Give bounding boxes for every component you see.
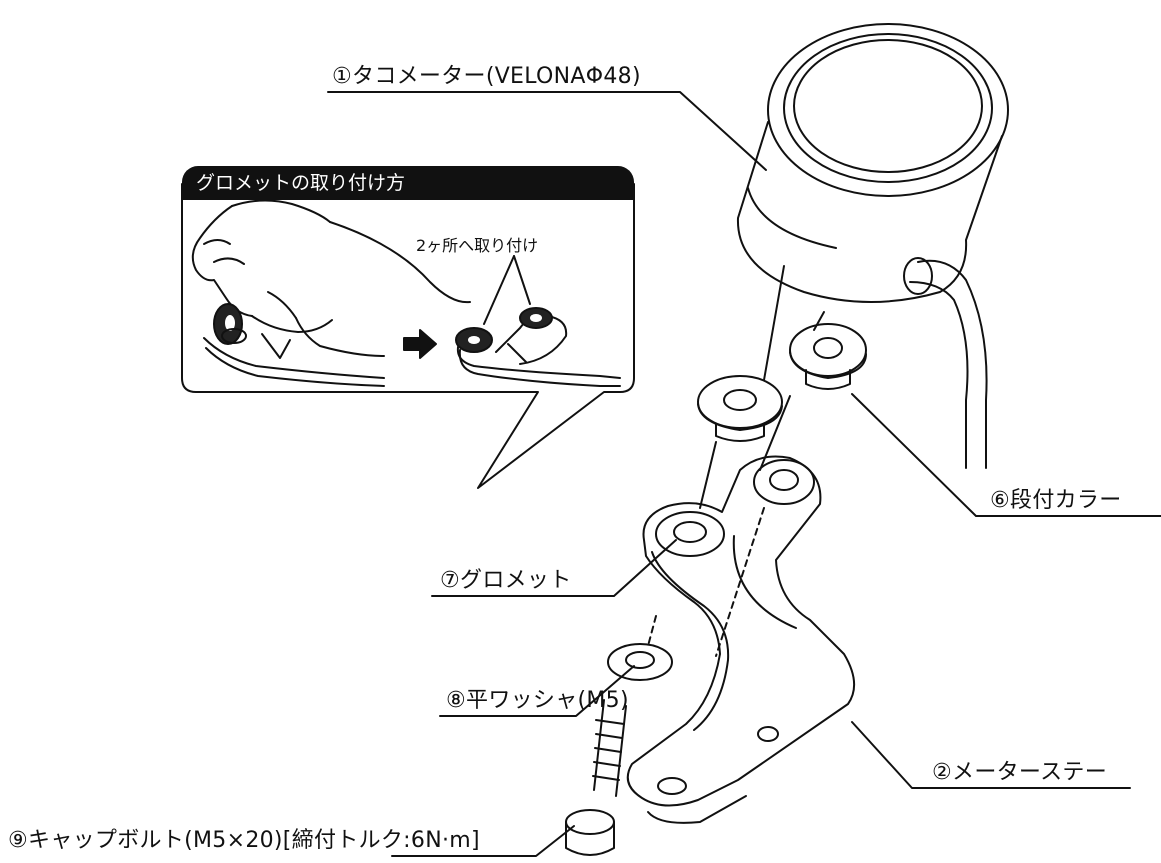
- tachometer: [736, 23, 1009, 469]
- inset-panel: [181, 183, 635, 489]
- flat-washer: [607, 643, 673, 681]
- label-tachometer: ①タコメーター(VELONAΦ48): [332, 64, 641, 89]
- label-meter-stay: ②メーターステー: [932, 760, 1108, 785]
- inset-title: グロメットの取り付け方: [182, 166, 634, 200]
- inset-note: 2ヶ所へ取り付け: [416, 236, 539, 255]
- label-cap-bolt: ⑨キャップボルト(M5×20)[締付トルク:6N·m]: [8, 828, 480, 853]
- cap-bolt: [565, 699, 627, 856]
- step-collar-left: [697, 375, 783, 442]
- step-collar-right: [789, 323, 867, 390]
- meter-stay: [626, 455, 855, 824]
- label-flat-washer: ⑧平ワッシャ(M5): [446, 688, 629, 713]
- label-step-collar: ⑥段付カラー: [990, 488, 1122, 513]
- label-grommet: ⑦グロメット: [440, 568, 572, 593]
